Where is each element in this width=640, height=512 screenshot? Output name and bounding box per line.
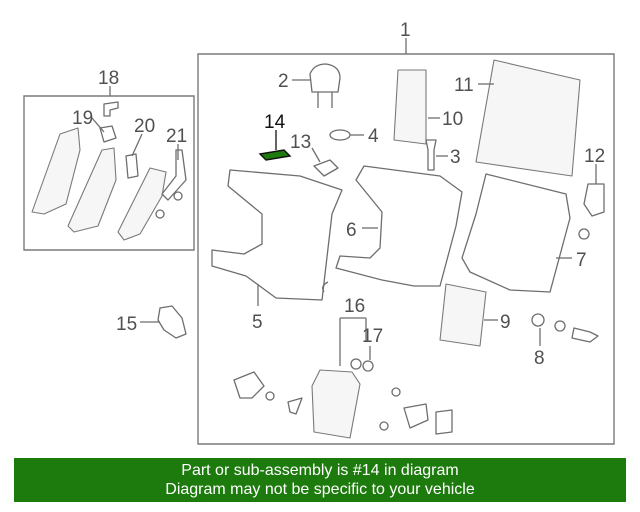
part-8-washer bbox=[531, 313, 545, 327]
part-2-headrest bbox=[309, 63, 341, 93]
part-3-bolt bbox=[425, 139, 437, 171]
banner-line-1: Part or sub-assembly is #14 in diagram bbox=[181, 462, 459, 479]
callout-14[interactable]: 14 bbox=[264, 112, 286, 133]
bracket-bolt bbox=[578, 228, 590, 240]
lower-bracket-2 bbox=[403, 403, 429, 429]
callout-4[interactable]: 4 bbox=[368, 126, 379, 147]
part-4-guide bbox=[329, 129, 351, 141]
callout-18[interactable]: 18 bbox=[98, 68, 119, 89]
side-trim-bracket bbox=[117, 167, 167, 241]
info-banner: Part or sub-assembly is #14 in diagram D… bbox=[14, 458, 626, 502]
part-17-nut bbox=[350, 358, 362, 370]
callout-20[interactable]: 20 bbox=[134, 116, 155, 137]
callout-1[interactable]: 1 bbox=[400, 20, 411, 41]
callout-10[interactable]: 10 bbox=[442, 109, 463, 130]
part-18-clip bbox=[103, 101, 119, 117]
callout-16-leader bbox=[339, 317, 367, 366]
part-20-pad bbox=[125, 153, 139, 179]
part-16-armrest bbox=[311, 369, 361, 439]
callout-8[interactable]: 8 bbox=[534, 348, 545, 369]
inset-fastener-2 bbox=[173, 191, 183, 201]
part-10-rear-mesh-panel bbox=[393, 69, 427, 145]
callout-11[interactable]: 11 bbox=[454, 75, 474, 96]
callout-15[interactable]: 15 bbox=[116, 314, 137, 335]
banner-line-2: Diagram may not be specific to your vehi… bbox=[165, 481, 475, 498]
callout-12[interactable]: 12 bbox=[584, 146, 605, 167]
part-21-bracket bbox=[161, 149, 187, 201]
callout-21[interactable]: 21 bbox=[166, 126, 187, 147]
callout-6[interactable]: 6 bbox=[346, 220, 357, 241]
callout-13[interactable]: 13 bbox=[290, 132, 311, 153]
assembly-frame bbox=[197, 53, 615, 445]
lower-bracket-1 bbox=[233, 371, 265, 399]
callout-19[interactable]: 19 bbox=[72, 108, 93, 129]
part-5-seatback-left bbox=[211, 169, 343, 301]
part-7-seat-frame bbox=[461, 173, 571, 293]
part-14-highlighted[interactable] bbox=[258, 149, 292, 161]
part-8-spacer bbox=[554, 320, 566, 332]
callout-5[interactable]: 5 bbox=[252, 312, 263, 333]
part-8-bolt bbox=[571, 327, 599, 343]
part-11-back-panel bbox=[475, 59, 581, 177]
part-6-seatback-right bbox=[335, 165, 463, 287]
callout-7[interactable]: 7 bbox=[576, 250, 587, 271]
side-trim-panel-middle bbox=[67, 147, 117, 233]
lower-bolt-3 bbox=[379, 421, 389, 431]
lower-bolt-1 bbox=[265, 391, 275, 401]
part-12-bracket bbox=[583, 183, 605, 217]
callout-3[interactable]: 3 bbox=[450, 147, 461, 168]
inset-frame-18 bbox=[23, 95, 195, 251]
part-19-clip bbox=[99, 125, 117, 143]
part-17-washer bbox=[362, 360, 374, 372]
callout-16[interactable]: 16 bbox=[344, 296, 365, 317]
inset-fastener-1 bbox=[155, 209, 165, 219]
lower-clip-1 bbox=[287, 397, 303, 415]
lower-bracket-3 bbox=[435, 409, 453, 435]
callout-17[interactable]: 17 bbox=[362, 326, 383, 347]
part-13-cover bbox=[313, 159, 339, 177]
callout-2[interactable]: 2 bbox=[278, 71, 289, 92]
lower-bolt-2 bbox=[391, 387, 401, 397]
seatback-clip bbox=[322, 281, 329, 293]
part-15-hinge bbox=[157, 305, 187, 339]
callout-9[interactable]: 9 bbox=[500, 312, 511, 333]
part-9-trim-panel bbox=[439, 283, 487, 347]
side-trim-panel-left bbox=[31, 127, 81, 215]
